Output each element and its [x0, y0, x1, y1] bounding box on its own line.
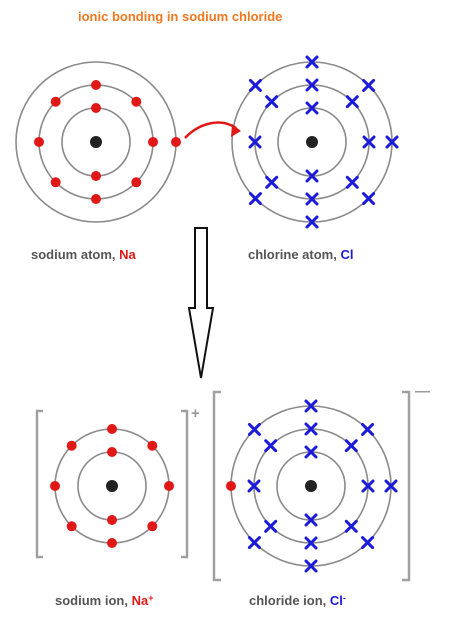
electron-cross — [305, 78, 319, 92]
electron-cross — [305, 169, 319, 183]
sodium-ion-symbol: Na — [131, 593, 149, 608]
chloride-ion-label-text: chloride ion, — [249, 593, 330, 608]
electron-cross — [344, 519, 358, 533]
electron-cross — [384, 479, 398, 493]
electron-cross — [345, 175, 359, 189]
electron-cross — [265, 175, 279, 189]
electron-dot — [147, 521, 158, 532]
electron-cross — [247, 536, 261, 550]
electron-cross — [304, 422, 318, 436]
electron-cross — [248, 135, 262, 149]
electron-cross — [304, 399, 318, 413]
chlorine-atom-label-text: chlorine atom, — [248, 247, 341, 262]
chlorine-atom — [231, 55, 399, 229]
chloride-ion-superscript: - — [342, 593, 346, 603]
electron-cross — [362, 78, 376, 92]
sodium-ion-label: sodium ion, Na+ — [55, 593, 153, 608]
electron-dot — [131, 177, 142, 188]
nucleus — [305, 480, 317, 492]
chloride-ion-bracket-right — [402, 390, 411, 582]
nucleus — [306, 136, 318, 148]
electron-cross — [305, 192, 319, 206]
electron-cross — [264, 439, 278, 453]
chloride-ion — [226, 399, 398, 573]
nucleus — [106, 480, 118, 492]
electron-cross — [344, 439, 358, 453]
chloride-ion-bracket-left — [212, 390, 221, 582]
electron-cross — [362, 135, 376, 149]
electron-dot — [91, 103, 101, 113]
diagram-title: ionic bonding in sodium chloride — [78, 9, 283, 24]
sodium-ion-superscript: + — [148, 593, 154, 603]
sodium-atom-label-text: sodium atom, — [31, 247, 120, 262]
sodium-ion-bracket-right — [181, 409, 189, 559]
electron-dot — [164, 481, 174, 491]
electron-cross — [305, 55, 319, 69]
curved-arrow-icon — [184, 121, 237, 139]
electron-cross — [304, 559, 318, 573]
chlorine-atom-symbol: Cl — [340, 247, 354, 262]
electron-cross — [265, 95, 279, 109]
electron-dot — [91, 171, 101, 181]
electron-dot — [50, 96, 61, 107]
curved-arrow-head — [231, 124, 241, 137]
electron-cross — [304, 445, 318, 459]
transferred-electron-dot — [226, 481, 236, 491]
electron-cross — [264, 519, 278, 533]
electron-dot — [50, 481, 60, 491]
electron-dot — [107, 424, 117, 434]
electron-dot — [131, 96, 142, 107]
sodium-ion-label-text: sodium ion, — [55, 593, 132, 608]
electron-dot — [34, 137, 44, 147]
electron-dot — [107, 447, 117, 457]
electron-cross — [385, 135, 399, 149]
electron-cross — [248, 78, 262, 92]
down-arrow-icon — [187, 227, 215, 379]
chlorine-atom-label: chlorine atom, Cl — [248, 247, 353, 262]
chloride-ion-symbol: Cl — [329, 593, 343, 608]
sodium-atom-symbol: Na — [119, 247, 136, 262]
electron-dot — [148, 137, 158, 147]
electron-cross — [247, 422, 261, 436]
chloride-ion-charge: — — [415, 383, 430, 400]
electron-dot — [66, 440, 77, 451]
electron-dot — [91, 194, 101, 204]
sodium-ion-charge: + — [191, 405, 200, 422]
electron-cross — [361, 422, 375, 436]
sodium-atom-label: sodium atom, Na — [31, 247, 136, 262]
electron-cross — [361, 536, 375, 550]
electron-cross — [247, 479, 261, 493]
electron-cross — [362, 192, 376, 206]
electron-dot — [171, 137, 181, 147]
electron-dot — [107, 515, 117, 525]
electron-dot — [50, 177, 61, 188]
electron-dot — [107, 538, 117, 548]
electron-dot — [66, 521, 77, 532]
nucleus — [90, 136, 102, 148]
sodium-ion — [50, 424, 174, 548]
sodium-ion-bracket-left — [35, 409, 43, 559]
chloride-ion-label: chloride ion, Cl- — [249, 593, 346, 608]
electron-cross — [345, 95, 359, 109]
electron-cross — [248, 192, 262, 206]
sodium-atom — [15, 61, 181, 223]
electron-cross — [361, 479, 375, 493]
electron-cross — [305, 101, 319, 115]
electron-dot — [91, 80, 101, 90]
electron-cross — [304, 536, 318, 550]
electron-dot — [147, 440, 158, 451]
electron-cross — [305, 215, 319, 229]
electron-cross — [304, 513, 318, 527]
